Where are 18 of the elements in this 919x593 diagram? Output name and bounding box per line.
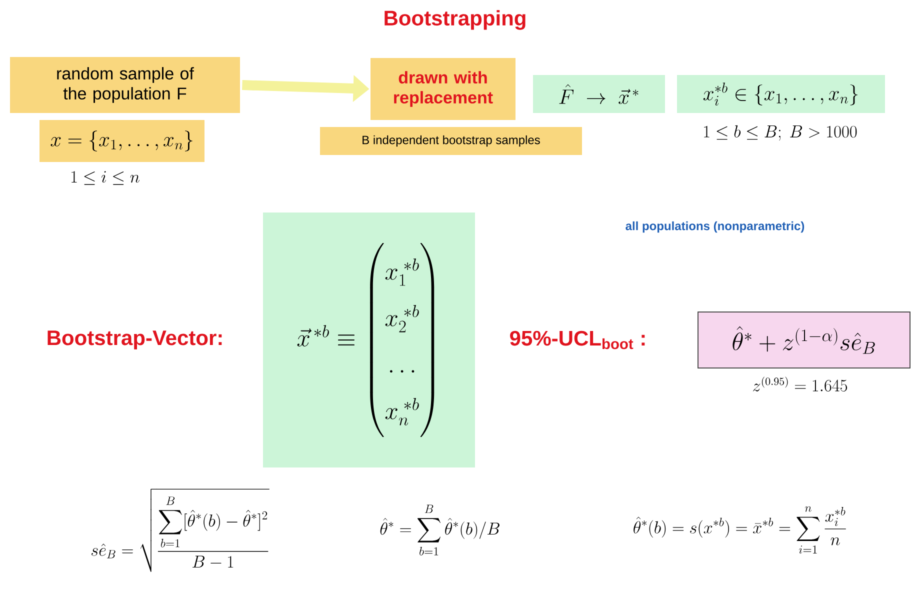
formula: $\hat{\theta}^*(b) = s(x^{*b}) = \bar{x}^{*b} = \sum_{i=1}^{n} \frac{x_i^{*b}}{n}$ — [634, 506, 846, 554]
caption-formula: $1 \le i \le n$ — [72, 171, 140, 185]
formula-box: $\hat{F} \;\to\; \vec{x}^{\,*}$ — [533, 75, 665, 113]
note-text: all populations (nonparametric) — [626, 221, 804, 233]
vector-box: $\vec{x}^{\,*b} \equiv \begin{pmatrix} x_1^{\;*b} \\ x_2^{\;*b} \\ \ldots \\ x_n^{\;*b} \end{pmatrix}$ — [263, 212, 475, 468]
caption-formula: $1 \le b \le B;\ B > 1000$ — [704, 125, 857, 141]
formula: $\hat{\theta}^* = \sum_{b=1}^{B} \hat{\theta}^*(b) / B$ — [380, 504, 500, 556]
heading-text: 95%-UCL$_{boot}$ : — [510, 330, 645, 350]
formula-box: $x_i^{*b} \in \{x_1, \ldots, x_n\}$ — [677, 75, 885, 113]
caption-formula: $z^{(0.95)} = 1.645$ — [752, 376, 848, 392]
formula: $s\hat{e}_B = \sqrt{\frac{\displaystyle\sum_{b=1}^{B} [\hat{\theta}^*(b) - \hat{\theta}^*]^2}{B-1}}$ — [92, 488, 270, 572]
text-box: drawn with replacement — [370, 58, 516, 120]
formula-box: $x = \{x_1, \ldots, x_n\}$ — [40, 120, 204, 162]
text-box: B independent bootstrap samples — [320, 127, 582, 155]
text-box: random sample of the population F — [10, 57, 240, 113]
heading-text: Bootstrap-Vector: — [48, 330, 222, 350]
title: Bootstrapping — [384, 10, 526, 30]
formula-box: $\hat{\theta}^* + z^{(1-\alpha)} s\hat{e}_B$ — [698, 312, 910, 368]
